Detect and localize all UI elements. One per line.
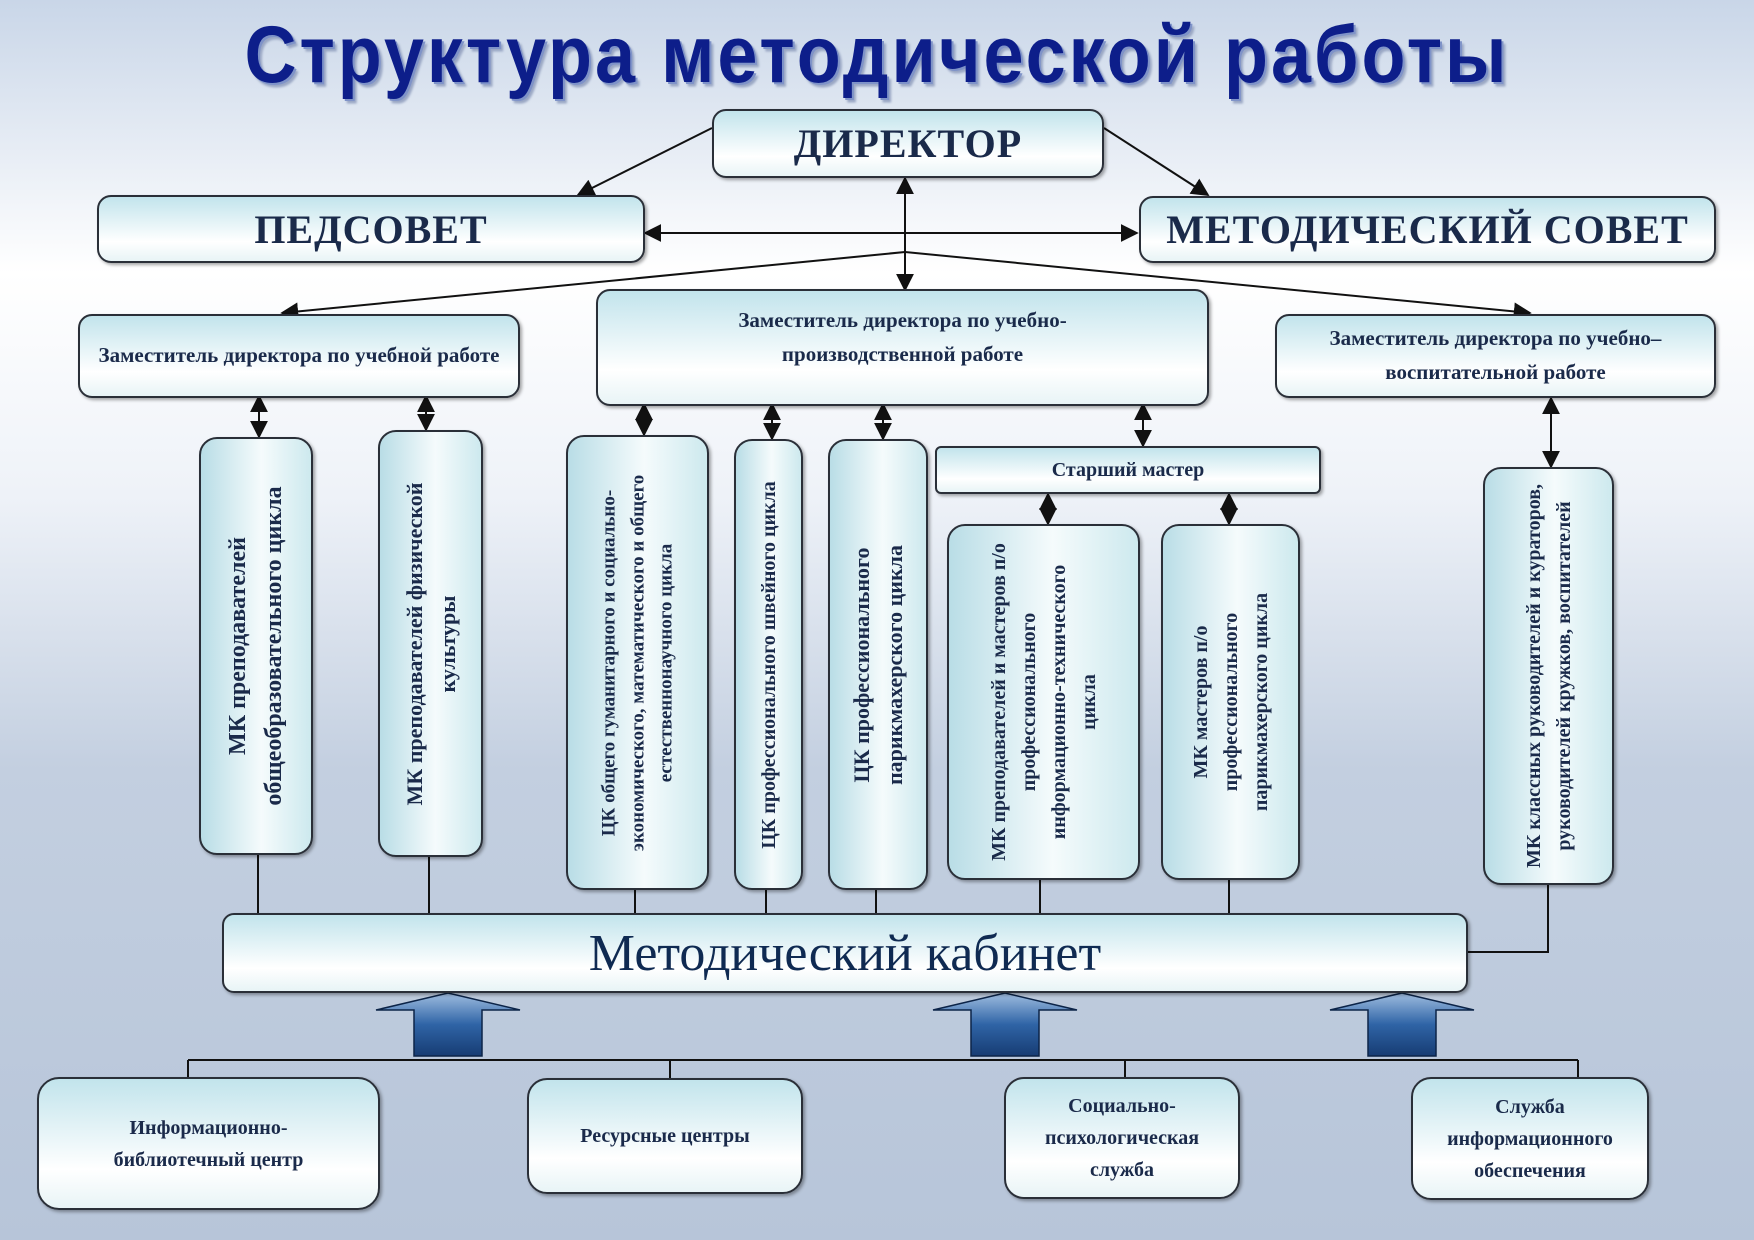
unit-mk-it: МК преподавателей и мастеров п/о професс… [947,524,1140,880]
unit-ck-sewing-label: ЦК профессионального швейного цикла [757,480,780,849]
unit-ck-hair-label: ЦК профессионального парикмахерского цик… [849,544,907,785]
service-info-box: Служба информационного обеспечения [1411,1077,1649,1200]
pedsovet-box: ПЕДСОВЕТ [97,195,645,263]
unit-mk-class-label: МК классных руководителей и кураторов, р… [1522,483,1575,869]
unit-mk-general-label: МК преподавателей общеобразовательного ц… [225,486,287,806]
unit-mk-pe-label: МК преподавателей физической культуры [401,482,460,805]
unit-mk-pe: МК преподавателей физической культуры [378,430,483,857]
unit-ck-hair: ЦК профессионального парикмахерского цик… [828,439,928,890]
unit-mk-class: МК классных руководителей и кураторов, р… [1483,467,1614,885]
deputy-academic-box: Заместитель директора по учебной работе [78,314,520,398]
deputy-production-box: Заместитель директора по учебно-производ… [596,289,1209,406]
director-box: ДИРЕКТОР [712,109,1104,178]
unit-mk-hair-masters-label: МК мастеров п/о профессионального парикм… [1189,592,1272,812]
service-resource-box: Ресурсные центры [527,1078,803,1194]
unit-mk-general: МК преподавателей общеобразовательного ц… [199,437,313,855]
unit-ck-sewing: ЦК профессионального швейного цикла [734,439,803,890]
unit-mk-it-label: МК преподавателей и мастеров п/о професс… [987,543,1100,861]
unit-ck-general-label: ЦК общего гуманитарного и социально-экон… [597,474,676,851]
service-library-box: Информационно-библиотечный центр [37,1077,380,1210]
unit-ck-general: ЦК общего гуманитарного и социально-экон… [566,435,709,890]
service-social-box: Социально-психологическая служба [1004,1077,1240,1199]
method-cabinet-box: Методический кабинет [222,913,1468,993]
diagram-title: Структура методической работы [244,10,1510,100]
method-council-box: МЕТОДИЧЕСКИЙ СОВЕТ [1139,196,1716,263]
unit-mk-hair-masters: МК мастеров п/о профессионального парикм… [1161,524,1300,880]
deputy-upbringing-box: Заместитель директора по учебно–воспитат… [1275,314,1716,398]
senior-master-box: Старший мастер [935,446,1321,494]
